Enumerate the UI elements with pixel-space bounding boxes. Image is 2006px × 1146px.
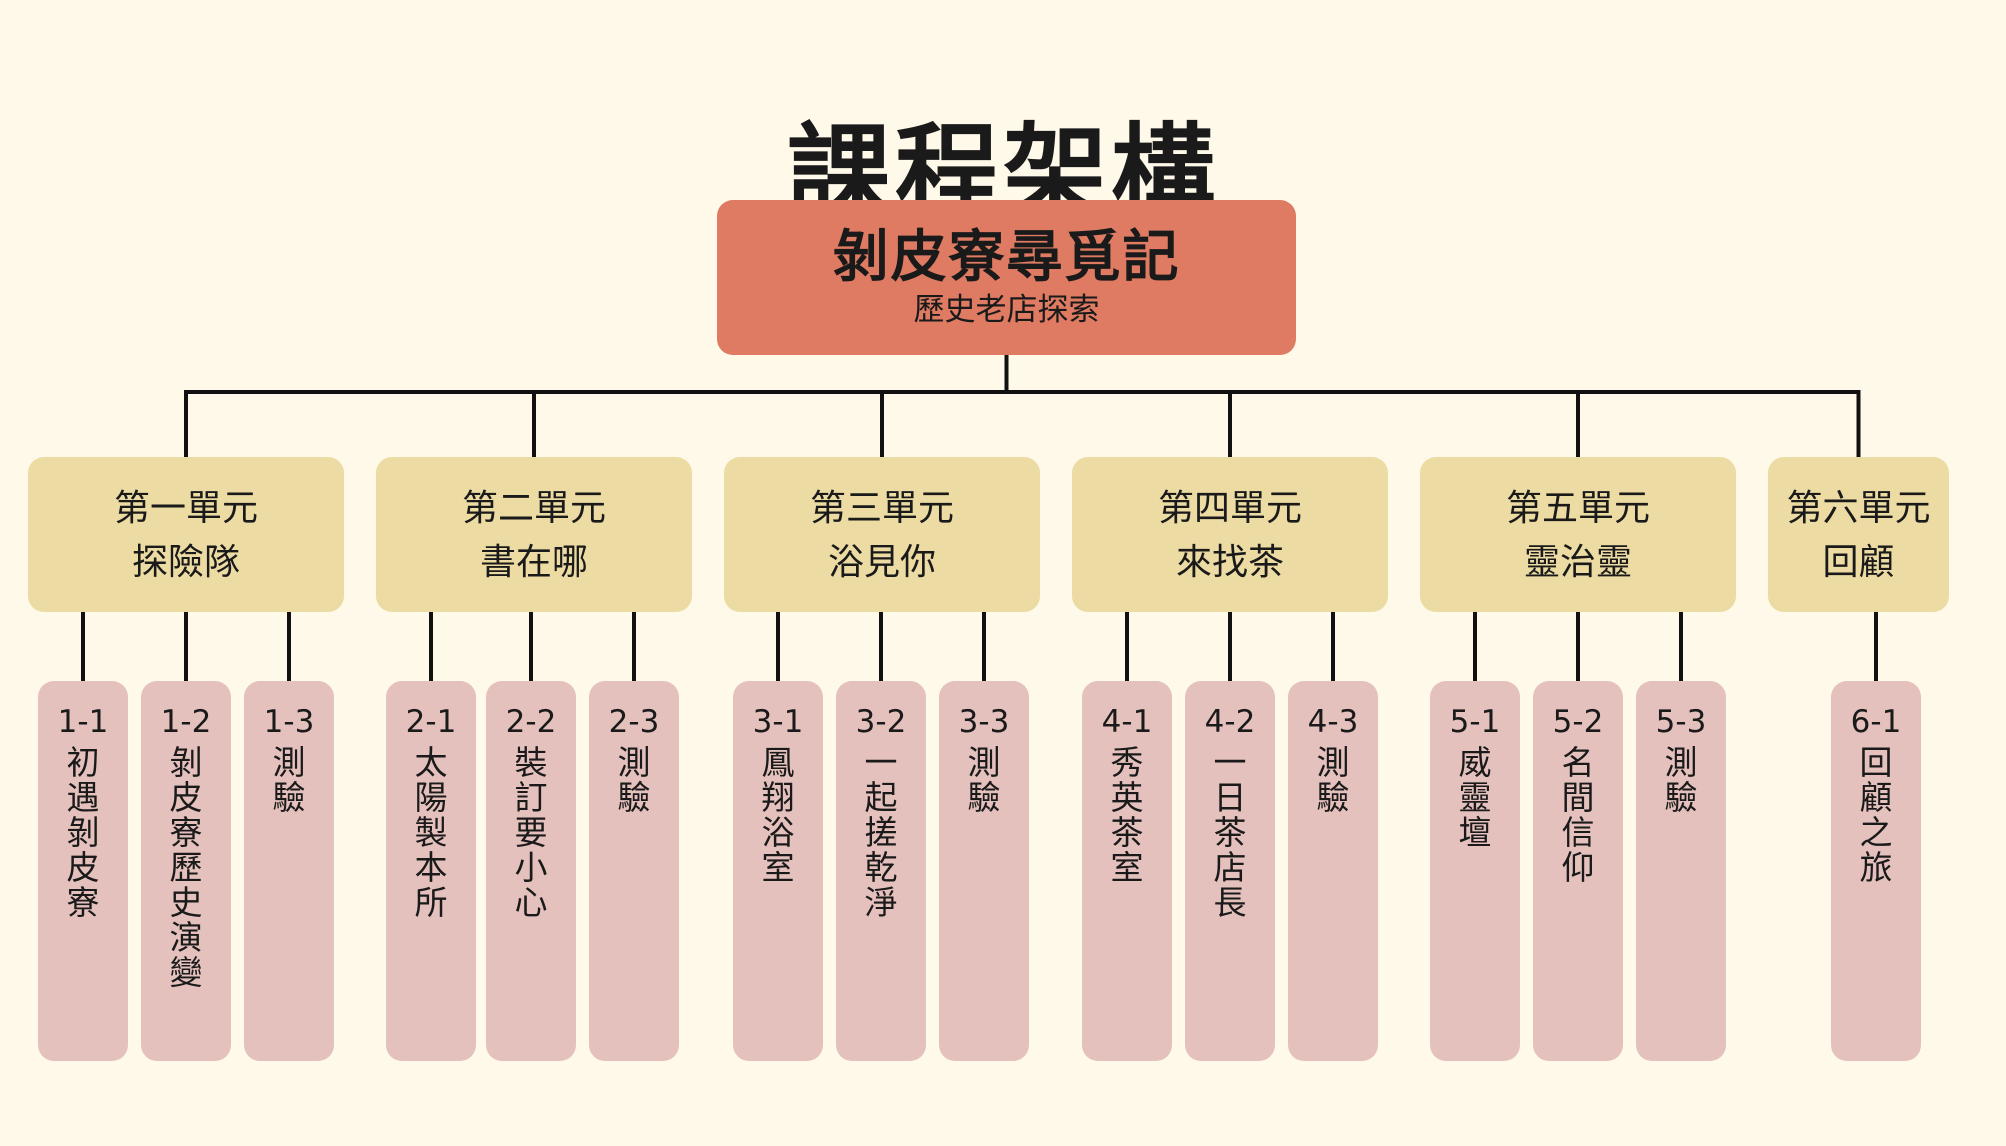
lesson-node-3-3[interactable]: 3-3 測驗 bbox=[939, 681, 1029, 1061]
lesson-title: 一日茶店長 bbox=[1213, 743, 1247, 922]
unit-topic: 來找茶 bbox=[1175, 542, 1284, 583]
lesson-code: 5-3 bbox=[1655, 704, 1707, 740]
lesson-code: 4-3 bbox=[1307, 704, 1359, 740]
unit-topic: 靈治靈 bbox=[1523, 542, 1632, 583]
unit-node-6[interactable]: 第六單元 回顧 bbox=[1768, 457, 1949, 612]
lesson-node-2-2[interactable]: 2-2 裝訂要小心 bbox=[486, 681, 576, 1061]
lesson-node-2-3[interactable]: 2-3 測驗 bbox=[589, 681, 679, 1061]
lesson-title: 測驗 bbox=[967, 743, 1001, 817]
unit-node-4[interactable]: 第四單元 來找茶 bbox=[1072, 457, 1388, 612]
lesson-code: 3-3 bbox=[958, 704, 1010, 740]
unit-node-5[interactable]: 第五單元 靈治靈 bbox=[1420, 457, 1736, 612]
lesson-title: 測驗 bbox=[617, 743, 651, 817]
lesson-node-1-1[interactable]: 1-1 初遇剝皮寮 bbox=[38, 681, 128, 1061]
lesson-title: 回顧之旅 bbox=[1859, 743, 1893, 887]
lesson-node-6-1[interactable]: 6-1 回顧之旅 bbox=[1831, 681, 1921, 1061]
unit-name: 第五單元 bbox=[1505, 488, 1650, 529]
unit-name: 第六單元 bbox=[1786, 488, 1931, 529]
lesson-node-3-2[interactable]: 3-2 一起搓乾淨 bbox=[836, 681, 926, 1061]
lesson-node-1-3[interactable]: 1-3 測驗 bbox=[244, 681, 334, 1061]
lesson-code: 5-1 bbox=[1449, 704, 1501, 740]
lesson-node-5-1[interactable]: 5-1 威靈壇 bbox=[1430, 681, 1520, 1061]
lesson-node-3-1[interactable]: 3-1 鳳翔浴室 bbox=[733, 681, 823, 1061]
lesson-code: 5-2 bbox=[1552, 704, 1604, 740]
root-subtitle: 歷史老店探索 bbox=[913, 292, 1100, 328]
root-node[interactable]: 剝皮寮尋覓記 歷史老店探索 bbox=[717, 200, 1296, 355]
lesson-code: 2-3 bbox=[608, 704, 660, 740]
lesson-code: 3-2 bbox=[855, 704, 907, 740]
unit-name: 第一單元 bbox=[113, 488, 258, 529]
unit-node-1[interactable]: 第一單元 探險隊 bbox=[28, 457, 344, 612]
lesson-code: 4-1 bbox=[1101, 704, 1153, 740]
lesson-title: 威靈壇 bbox=[1458, 743, 1492, 852]
lesson-node-2-1[interactable]: 2-1 太陽製本所 bbox=[386, 681, 476, 1061]
unit-node-3[interactable]: 第三單元 浴見你 bbox=[724, 457, 1040, 612]
lesson-code: 1-1 bbox=[57, 704, 109, 740]
unit-name: 第四單元 bbox=[1157, 488, 1302, 529]
lesson-title: 一起搓乾淨 bbox=[864, 743, 898, 922]
unit-topic: 探險隊 bbox=[131, 542, 240, 583]
lesson-title: 測驗 bbox=[272, 743, 306, 817]
lesson-code: 3-1 bbox=[752, 704, 804, 740]
lesson-title: 名間信仰 bbox=[1561, 743, 1595, 887]
root-title: 剝皮寮尋覓記 bbox=[832, 225, 1181, 290]
unit-name: 第二單元 bbox=[461, 488, 606, 529]
unit-topic: 浴見你 bbox=[827, 542, 936, 583]
lesson-code: 1-3 bbox=[263, 704, 315, 740]
lesson-node-1-2[interactable]: 1-2 剝皮寮歷史演變 bbox=[141, 681, 231, 1061]
lesson-node-4-1[interactable]: 4-1 秀英茶室 bbox=[1082, 681, 1172, 1061]
unit-topic: 書在哪 bbox=[479, 542, 588, 583]
lesson-node-5-3[interactable]: 5-3 測驗 bbox=[1636, 681, 1726, 1061]
lesson-code: 1-2 bbox=[160, 704, 212, 740]
unit-topic: 回顧 bbox=[1822, 542, 1895, 583]
unit-node-2[interactable]: 第二單元 書在哪 bbox=[376, 457, 692, 612]
lesson-title: 鳳翔浴室 bbox=[761, 743, 795, 887]
lesson-title: 初遇剝皮寮 bbox=[66, 743, 100, 922]
lesson-code: 6-1 bbox=[1850, 704, 1902, 740]
lesson-title: 秀英茶室 bbox=[1110, 743, 1144, 887]
lesson-node-4-2[interactable]: 4-2 一日茶店長 bbox=[1185, 681, 1275, 1061]
lesson-title: 剝皮寮歷史演變 bbox=[169, 743, 203, 992]
lesson-title: 測驗 bbox=[1316, 743, 1350, 817]
lesson-code: 2-1 bbox=[405, 704, 457, 740]
lesson-title: 裝訂要小心 bbox=[514, 743, 548, 922]
lesson-code: 2-2 bbox=[505, 704, 557, 740]
lesson-title: 測驗 bbox=[1664, 743, 1698, 817]
lesson-node-5-2[interactable]: 5-2 名間信仰 bbox=[1533, 681, 1623, 1061]
unit-name: 第三單元 bbox=[809, 488, 954, 529]
lesson-code: 4-2 bbox=[1204, 704, 1256, 740]
lesson-title: 太陽製本所 bbox=[414, 743, 448, 922]
lesson-node-4-3[interactable]: 4-3 測驗 bbox=[1288, 681, 1378, 1061]
